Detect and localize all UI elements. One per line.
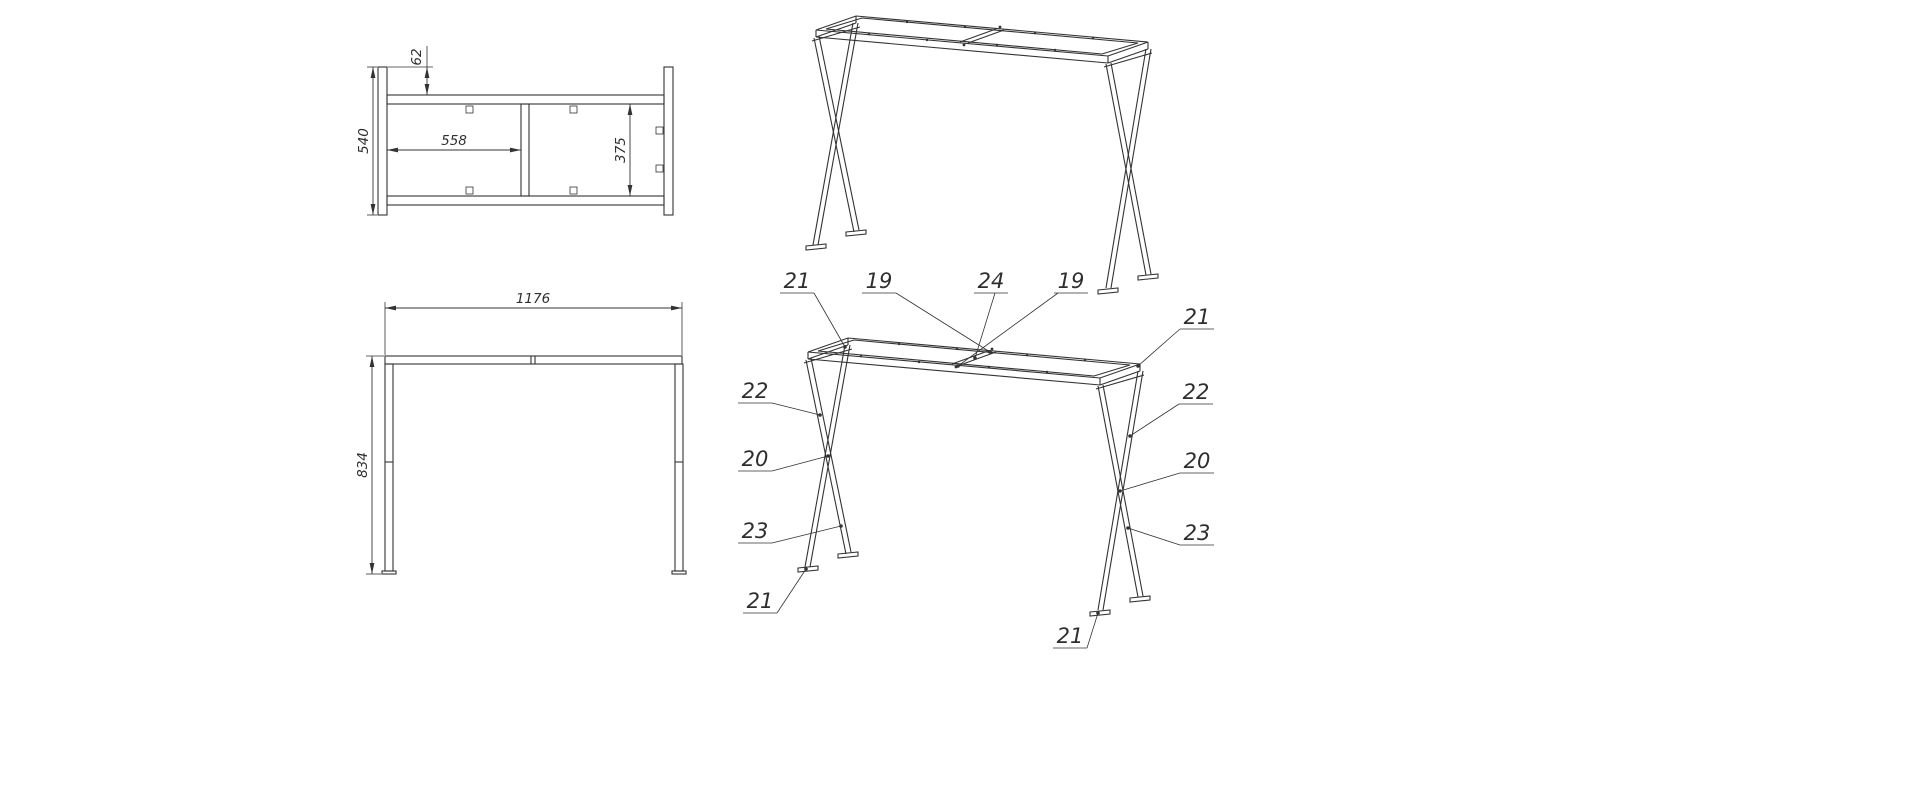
- callout-labels: 21 19 24 19 21 22 22 20 20 23 23 21 21: [742, 269, 1211, 648]
- leader-line: [1119, 472, 1181, 492]
- callout-leaders: [771, 292, 1181, 649]
- tab-mark: [569, 186, 578, 195]
- tab-mark: [569, 105, 578, 114]
- right-leg: [674, 363, 684, 572]
- left-x-leg-bar: [812, 22, 859, 246]
- leader-dot: [818, 413, 822, 417]
- leader-dot: [843, 345, 847, 349]
- frame-inner: [825, 17, 1139, 55]
- leader-line: [771, 455, 829, 472]
- leader-dot: [1128, 434, 1132, 438]
- callout-view: 21 19 24 19 21 22 22 20 20 23 23 21 21: [738, 269, 1214, 649]
- left-foot-plate: [381, 570, 397, 575]
- screw-mark: [963, 25, 967, 29]
- callout-20-left: 20: [742, 447, 769, 471]
- left-leg-top-plate: [811, 26, 861, 42]
- leader-dot: [1136, 364, 1140, 368]
- right-x-leg-bar: [1105, 48, 1152, 289]
- frame-right-bottom-edge: [1107, 48, 1149, 64]
- right-back-foot: [1137, 273, 1159, 281]
- front-view: 1176 834: [355, 291, 687, 575]
- frame-front-bottom-edge: [815, 36, 1109, 64]
- leader-line: [1127, 527, 1181, 546]
- top-view: 540 62 558 375: [356, 46, 674, 216]
- screw-mark: [905, 20, 909, 24]
- leader-line: [771, 402, 821, 416]
- leader-line: [895, 292, 991, 353]
- bolt-mark: [998, 25, 1002, 29]
- callout-20-right: 20: [1184, 449, 1211, 473]
- leader-dot: [973, 356, 977, 360]
- leader-dot: [1126, 526, 1130, 530]
- leader-line: [813, 292, 846, 348]
- left-back-foot: [845, 229, 867, 237]
- callout-21-bottom: 21: [1057, 624, 1084, 648]
- callout-22-right: 22: [1183, 380, 1210, 404]
- tab-mark: [655, 126, 664, 135]
- tabletop-bar: [384, 355, 683, 365]
- leader-line: [957, 292, 1059, 367]
- dim-label-375: 375: [613, 137, 629, 163]
- frame-outer: [815, 15, 1149, 57]
- leader-dot: [826, 454, 830, 458]
- dim-label-540: 540: [356, 128, 372, 154]
- dim-label-834: 834: [355, 452, 371, 478]
- frame-left-bottom-edge: [815, 22, 857, 38]
- center-cross-bar: [959, 28, 1005, 44]
- left-leg: [384, 363, 394, 572]
- callout-23-right: 23: [1184, 521, 1211, 545]
- leader-dot: [956, 364, 960, 368]
- bottom-rail: [386, 195, 665, 206]
- iso-view: [805, 15, 1159, 295]
- tab-mark: [465, 186, 474, 195]
- leader-line: [771, 525, 842, 544]
- leader-dot: [988, 350, 992, 354]
- dim-label-62: 62: [409, 48, 425, 65]
- frame-corner-edge: [815, 16, 1149, 63]
- callout-iso-table: [797, 337, 1151, 617]
- callout-21-top-left: 21: [784, 269, 811, 293]
- left-end-bar: [377, 66, 388, 216]
- leader-dot: [1096, 611, 1100, 615]
- leader-dot: [1118, 489, 1122, 493]
- leader-line: [1129, 403, 1180, 437]
- leader-line: [1086, 612, 1099, 649]
- dim-label-1176: 1176: [516, 291, 550, 307]
- callout-19-left: 19: [866, 269, 893, 293]
- leader-dot: [804, 567, 808, 571]
- callout-shelves: [738, 292, 1214, 649]
- screw-mark: [995, 43, 999, 47]
- bolt-mark: [962, 43, 966, 47]
- right-end-bar: [663, 66, 674, 216]
- top-rail: [386, 94, 665, 105]
- leader-dot: [839, 524, 843, 528]
- callout-21-bottom-left: 21: [747, 589, 774, 613]
- screw-mark: [925, 38, 929, 42]
- callout-22-left: 22: [742, 379, 769, 403]
- leader-line: [1137, 328, 1181, 367]
- callout-19-right: 19: [1058, 269, 1085, 293]
- tab-mark: [655, 164, 664, 173]
- leader-line: [974, 292, 996, 359]
- screw-mark: [1053, 48, 1057, 52]
- screw-mark: [1091, 36, 1095, 40]
- dim-label-558: 558: [441, 133, 467, 149]
- left-front-foot: [805, 243, 827, 251]
- center-divider: [520, 103, 530, 197]
- right-leg-top-plate: [1103, 52, 1153, 68]
- tab-mark: [465, 105, 474, 114]
- right-front-foot: [1097, 287, 1119, 295]
- callout-21-top-right: 21: [1184, 305, 1211, 329]
- right-foot-plate: [671, 570, 687, 575]
- left-x-leg-bar: [813, 35, 860, 233]
- callout-23-left: 23: [742, 519, 769, 543]
- leader-line: [776, 568, 807, 614]
- screw-mark: [867, 32, 871, 36]
- right-x-leg-bar: [1105, 62, 1152, 276]
- callout-24: 24: [978, 269, 1005, 293]
- screw-mark: [1033, 31, 1037, 35]
